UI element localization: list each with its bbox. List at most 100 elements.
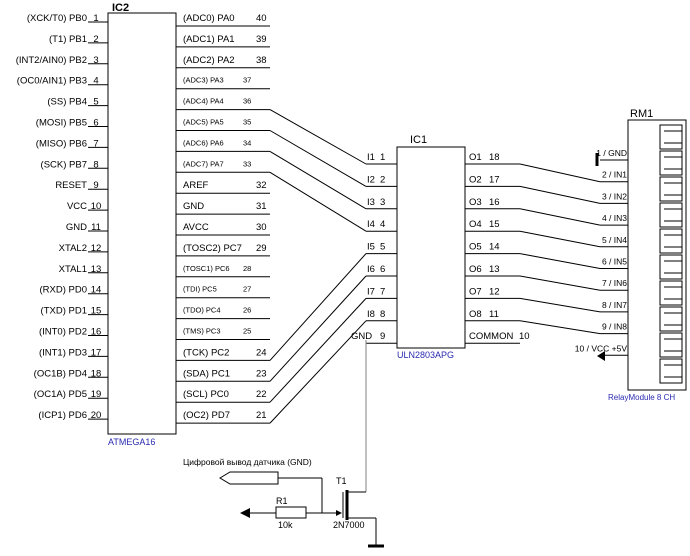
rm1-terminal xyxy=(659,150,683,176)
ic1-pin-label: O2 xyxy=(469,174,482,185)
ic2-pin-label: (TDO) PC4 xyxy=(183,306,221,315)
t1-ref: T1 xyxy=(336,476,347,486)
ic2-pin-number: 39 xyxy=(256,34,267,45)
ic2-pin-number: 21 xyxy=(256,410,267,421)
ic2-pin-number: 30 xyxy=(256,222,267,233)
ic2-body xyxy=(107,12,177,435)
rm1-terminal xyxy=(659,332,683,358)
wire-pa-to-in xyxy=(269,150,367,210)
ic1-pin-number: 3 xyxy=(380,197,385,208)
wires xyxy=(250,109,605,546)
ic2-pin-label: (T1) PB1 xyxy=(49,34,87,45)
ic1-pin-number: 10 xyxy=(519,331,530,342)
ic1-title: IC1 xyxy=(410,134,427,146)
ic2-pin-number: 28 xyxy=(243,264,251,273)
ic1-pin-number: 8 xyxy=(380,309,385,320)
ic1-pin-label: GND xyxy=(351,331,372,342)
ic2-pin-number: 18 xyxy=(91,368,102,379)
ic2-pin-number: 14 xyxy=(91,285,102,296)
ic2-pin-label: (ADC3) PA3 xyxy=(183,76,224,85)
sensor-input-arrow xyxy=(219,471,279,485)
ic2-pin-number: 34 xyxy=(243,138,251,147)
ground-arrow-left xyxy=(240,508,250,518)
ic2-pin-label: AREF xyxy=(183,180,209,191)
ic2-pin-number: 13 xyxy=(91,264,102,275)
ic2-pin-number: 4 xyxy=(93,76,98,87)
ic2-pin-label: (ADC1) PA1 xyxy=(183,34,235,45)
ic2-pin-number: 35 xyxy=(243,118,251,127)
ic1-pin-label: O5 xyxy=(469,242,482,253)
ic2-pin-number: 10 xyxy=(91,201,102,212)
ic2-pin-number: 27 xyxy=(243,285,251,294)
rm1-pin-label: 4 / IN3 xyxy=(602,213,627,223)
rm1-pin-label: 3 / IN2 xyxy=(602,191,627,201)
rm1-terminal xyxy=(659,228,683,254)
wire-out-to-relay xyxy=(519,320,601,335)
rm1-pin-label: 10 / VCC +5V xyxy=(575,343,628,353)
ic2-pin-label: (TOSC1) PC6 xyxy=(183,264,230,273)
ic1-pin-number: 13 xyxy=(489,264,500,275)
ic2-pin-label: GND xyxy=(66,222,87,233)
ic1-pin-number: 14 xyxy=(489,242,500,253)
ic2-pin-number: 29 xyxy=(256,243,267,254)
ic2-pin-label: (ADC0) PA0 xyxy=(183,13,235,24)
wire-out-to-relay xyxy=(519,275,601,291)
ic2-pin-label: XTAL2 xyxy=(59,243,87,254)
r1-value: 10k xyxy=(278,520,293,530)
ic2-pin-number: 8 xyxy=(93,159,98,170)
ic2-pin-number: 22 xyxy=(256,389,267,400)
ic2-pin-number: 12 xyxy=(91,243,102,254)
wire-pc-to-in xyxy=(269,253,367,361)
ic2-pin-label: (OC1A) PD5 xyxy=(34,389,87,400)
rm1-pin-label: 5 / IN4 xyxy=(602,235,627,245)
ic1-pin-number: 12 xyxy=(489,286,500,297)
wire-pc-to-in xyxy=(269,298,367,403)
ic2-pin-label: RESET xyxy=(55,180,87,191)
wire-out-to-relay xyxy=(519,163,601,183)
rm1-title: RM1 xyxy=(630,108,653,120)
ic2-pin-label: (SCK) PB7 xyxy=(41,159,87,170)
ic1-pin-label: I4 xyxy=(367,219,375,230)
sensor-label: Цифровой вывод датчика (GND) xyxy=(183,457,312,467)
ic2-pin-label: (SDA) PC1 xyxy=(183,368,230,379)
ic2-pin-number: 9 xyxy=(93,180,98,191)
ic2-pin-label: (ADC7) PA7 xyxy=(183,159,224,168)
ic2-pin-number: 2 xyxy=(93,34,98,45)
ic2-pin-number: 7 xyxy=(93,138,98,149)
ic2-pin-number: 23 xyxy=(256,368,267,379)
rm1-terminal xyxy=(659,176,683,202)
ic1-pin-number: 1 xyxy=(380,152,385,163)
ic1-pin-number: 7 xyxy=(380,286,385,297)
wire-pa-to-in xyxy=(269,130,367,187)
rm1-terminal xyxy=(659,124,683,150)
ic2-pin-number: 33 xyxy=(243,159,251,168)
ic2-pin-label: XTAL1 xyxy=(59,264,87,275)
ic1-pin-label: I7 xyxy=(367,286,375,297)
ic1-part-label: ULN2803APG xyxy=(397,350,454,360)
ic2-pin-label: (INT0) PD2 xyxy=(39,327,87,338)
ic2-pin-label: (OC2) PD7 xyxy=(183,410,230,421)
wire-pa-to-in xyxy=(269,109,367,165)
ic2-pin-label: (RXD) PD0 xyxy=(39,285,87,296)
ic1-pin-label: O3 xyxy=(469,197,482,208)
wire-pc-to-in xyxy=(269,275,367,382)
rm1-pin-label: 2 / IN1 xyxy=(602,170,627,180)
ic2-pin-label: (ADC2) PA2 xyxy=(183,55,235,66)
ic2-pin-label: (MISO) PB6 xyxy=(36,138,87,149)
ic2-pin-label: (TCK) PC2 xyxy=(183,347,229,358)
ic1-pin-label: O8 xyxy=(469,309,482,320)
ic2-pin-number: 32 xyxy=(256,180,267,191)
r1-resistor xyxy=(275,506,307,519)
ic1-pin-label: I1 xyxy=(367,152,375,163)
ic2-pin-label: (MOSI) PB5 xyxy=(36,118,87,129)
ic2-pin-label: GND xyxy=(183,201,204,212)
ic1-pin-number: 17 xyxy=(489,174,500,185)
rm1-pin-label: 1 / GND xyxy=(596,148,627,158)
ic2-pin-label: (TOSC2) PC7 xyxy=(183,243,242,254)
ic2-pin-number: 6 xyxy=(93,118,98,129)
